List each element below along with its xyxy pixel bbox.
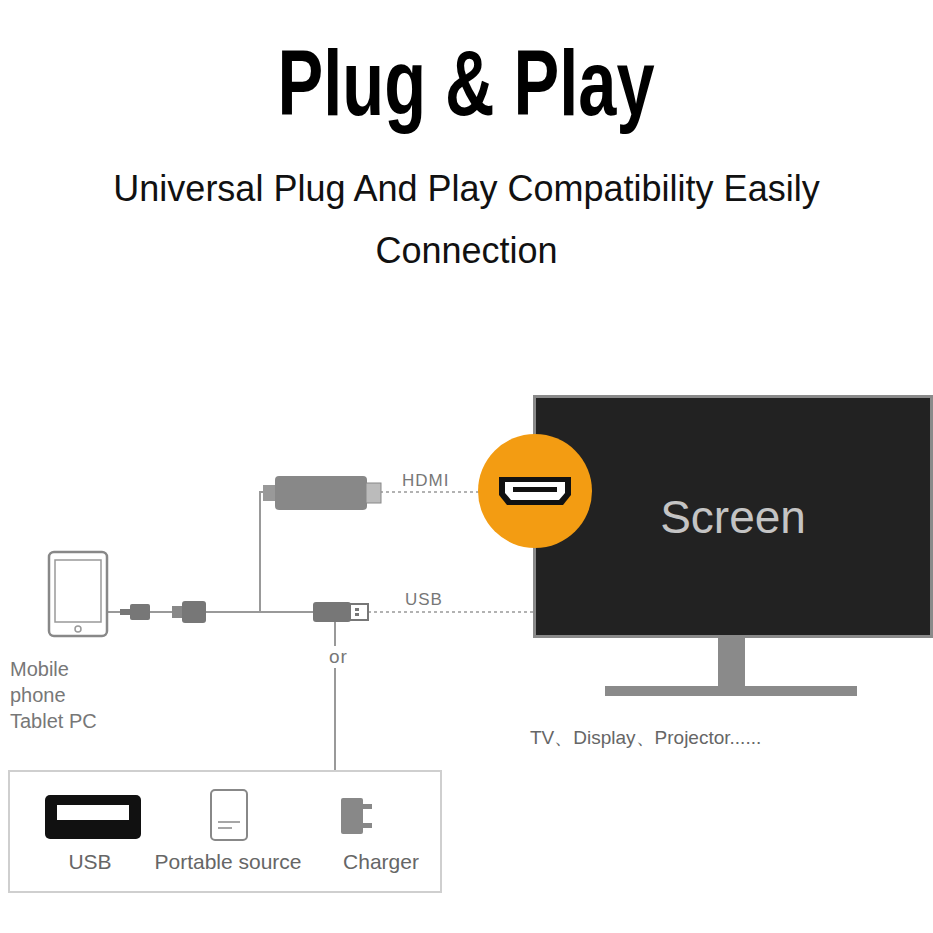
hdmi-tip (366, 483, 381, 503)
charger-prong (363, 823, 372, 828)
title: Plug & Play (0, 28, 933, 138)
connector-label: USB (405, 589, 443, 611)
hdmi-port-badge (473, 429, 597, 553)
signal-dashed-line (368, 611, 533, 613)
source-label: Charger (343, 849, 419, 875)
title-text: Plug & Play (278, 28, 655, 138)
cable-connector (114, 612, 335, 770)
monitor-base (605, 686, 857, 696)
hdmi-plug (275, 476, 367, 510)
cable-line (114, 612, 335, 770)
micro-plug-tip (120, 609, 130, 615)
phone-device: Mobile phone Tablet PC (4, 545, 114, 705)
usb-pin (355, 608, 359, 611)
device-label: TV、Display、Projector...... (530, 726, 761, 750)
device-label: Mobile phone Tablet PC (10, 656, 114, 734)
charger-prong (363, 804, 372, 809)
usb-tip (350, 604, 368, 620)
adapter (182, 601, 206, 623)
connector-label: or (327, 646, 350, 668)
phone-screen (55, 560, 101, 622)
usb-port-slot (57, 805, 129, 820)
source-icons (10, 772, 440, 852)
hdmi-port-inner (505, 482, 565, 500)
source-label: Portable source (154, 849, 301, 875)
usb-port-icon (45, 795, 141, 839)
source-label: USB (68, 849, 111, 875)
power-bank-line (218, 821, 240, 823)
adapter-tip (172, 606, 182, 618)
hdmi-neck (263, 485, 277, 501)
screen-label: Screen (660, 489, 806, 545)
subtitle: Universal Plug And Play Compatibility Ea… (26, 158, 907, 282)
hdmi-port-pins (513, 487, 557, 492)
badge-circle (478, 434, 592, 548)
connector-label: HDMI (402, 470, 449, 492)
charger-icon (341, 798, 363, 834)
phone-body (49, 552, 107, 636)
phone-button (75, 626, 81, 632)
power-bank-icon (211, 790, 247, 840)
micro-plug (130, 604, 150, 620)
usb-pin (355, 613, 359, 616)
power-source-box: USB Portable source Charger (8, 770, 442, 893)
phone-icon (47, 550, 111, 642)
screen-box: Screen (533, 395, 933, 638)
monitor-neck (718, 636, 745, 690)
usb-plug (313, 602, 351, 622)
power-bank-line (218, 827, 232, 829)
hdmi-port-outer (499, 477, 571, 505)
